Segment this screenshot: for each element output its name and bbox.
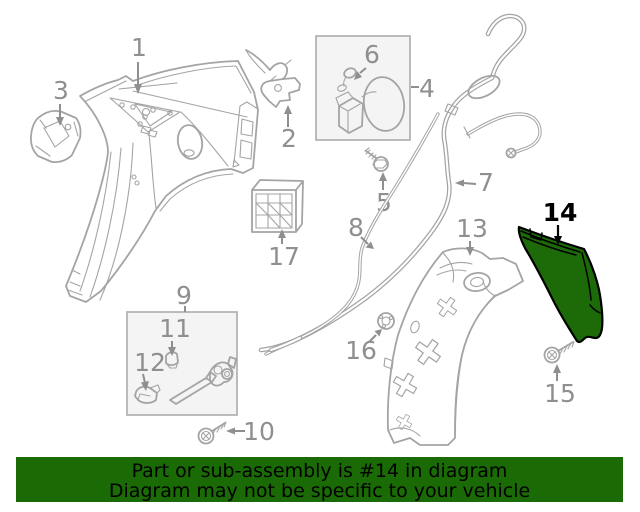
part-group-3-bracket[interactable]: 3 bbox=[29, 76, 82, 164]
arrow-to-part-14 bbox=[554, 225, 562, 245]
part-label-4[interactable]: 4 bbox=[419, 74, 435, 103]
part-label-10[interactable]: 10 bbox=[243, 417, 275, 446]
grommet-16-art bbox=[377, 312, 395, 330]
part-label-3[interactable]: 3 bbox=[53, 76, 69, 105]
part-group-10-screw[interactable]: 10 bbox=[197, 417, 275, 446]
part-group-4-fuel-door-box[interactable]: 4 6 bbox=[315, 35, 435, 141]
arrow-to-part-7 bbox=[455, 179, 477, 187]
highlight-banner: Part or sub-assembly is #14 in diagram D… bbox=[16, 457, 623, 502]
bracket-3-art bbox=[29, 109, 82, 164]
arrow-to-part-6 bbox=[354, 67, 367, 80]
liner-13-art bbox=[383, 247, 524, 446]
cable-8-art bbox=[264, 112, 440, 356]
quarter-panel-art bbox=[65, 60, 259, 303]
part-group-17-vent[interactable]: 17 bbox=[251, 179, 304, 271]
bracket-2-art bbox=[245, 49, 301, 108]
arrow-to-part-11 bbox=[168, 341, 176, 356]
arrow-to-part-16 bbox=[368, 329, 382, 343]
part-label-13[interactable]: 13 bbox=[456, 214, 488, 243]
part-label-11[interactable]: 11 bbox=[159, 314, 191, 343]
arrow-to-part-5 bbox=[379, 172, 387, 190]
arrow-to-part-3 bbox=[56, 104, 64, 126]
part-group-8-cable[interactable]: 8 bbox=[264, 112, 440, 356]
part-label-2[interactable]: 2 bbox=[281, 124, 297, 153]
part-group-13-liner[interactable]: 13 bbox=[383, 214, 524, 446]
part-group-5-bolt[interactable]: 5 bbox=[364, 147, 392, 217]
part-group-2-bracket[interactable]: 2 bbox=[245, 49, 301, 153]
fuel-door-art bbox=[335, 67, 406, 134]
arrow-to-part-17 bbox=[278, 229, 286, 244]
part-label-16[interactable]: 16 bbox=[345, 336, 377, 365]
banner-line-2: Diagram may not be specific to your vehi… bbox=[108, 480, 531, 502]
banner-line-1: Part or sub-assembly is #14 in diagram bbox=[131, 460, 508, 482]
subassembly-box-4 bbox=[315, 35, 411, 141]
part-label-1[interactable]: 1 bbox=[131, 33, 147, 62]
part-label-17[interactable]: 17 bbox=[268, 242, 300, 271]
arrow-to-part-1 bbox=[134, 62, 142, 94]
bolt-5-art bbox=[364, 147, 389, 172]
part-label-7[interactable]: 7 bbox=[478, 168, 494, 197]
part-group-7-filler-pipe[interactable]: 7 bbox=[258, 13, 542, 353]
part-label-6[interactable]: 6 bbox=[364, 40, 380, 69]
arrow-to-part-15 bbox=[553, 364, 561, 381]
part-label-15[interactable]: 15 bbox=[544, 379, 576, 408]
arrow-to-part-10 bbox=[226, 427, 245, 435]
part-label-8[interactable]: 8 bbox=[348, 213, 364, 242]
part-label-12[interactable]: 12 bbox=[134, 348, 166, 377]
arrow-to-part-8 bbox=[360, 236, 374, 249]
part-label-9[interactable]: 9 bbox=[176, 281, 192, 310]
arrow-to-part-13 bbox=[466, 241, 474, 256]
part-group-15-screw[interactable]: 15 bbox=[543, 341, 576, 408]
screw-15-art bbox=[543, 341, 575, 364]
filler-pipe-art bbox=[258, 13, 542, 353]
highlighted-panel-art bbox=[517, 225, 604, 344]
part-group-14-highlighted[interactable]: 14 bbox=[517, 198, 604, 344]
arrow-to-part-12 bbox=[141, 373, 149, 391]
vent-17-art bbox=[251, 179, 304, 233]
part-group-1-quarter-panel[interactable]: 1 bbox=[65, 33, 259, 303]
latch-art bbox=[134, 351, 237, 405]
screw-10-art bbox=[197, 421, 227, 445]
part-group-16-grommet[interactable]: 16 bbox=[345, 312, 395, 365]
arrow-to-part-2 bbox=[284, 105, 292, 127]
part-label-14[interactable]: 14 bbox=[543, 198, 578, 227]
part-group-9-latch-box[interactable]: 9 11 12 bbox=[126, 281, 238, 416]
